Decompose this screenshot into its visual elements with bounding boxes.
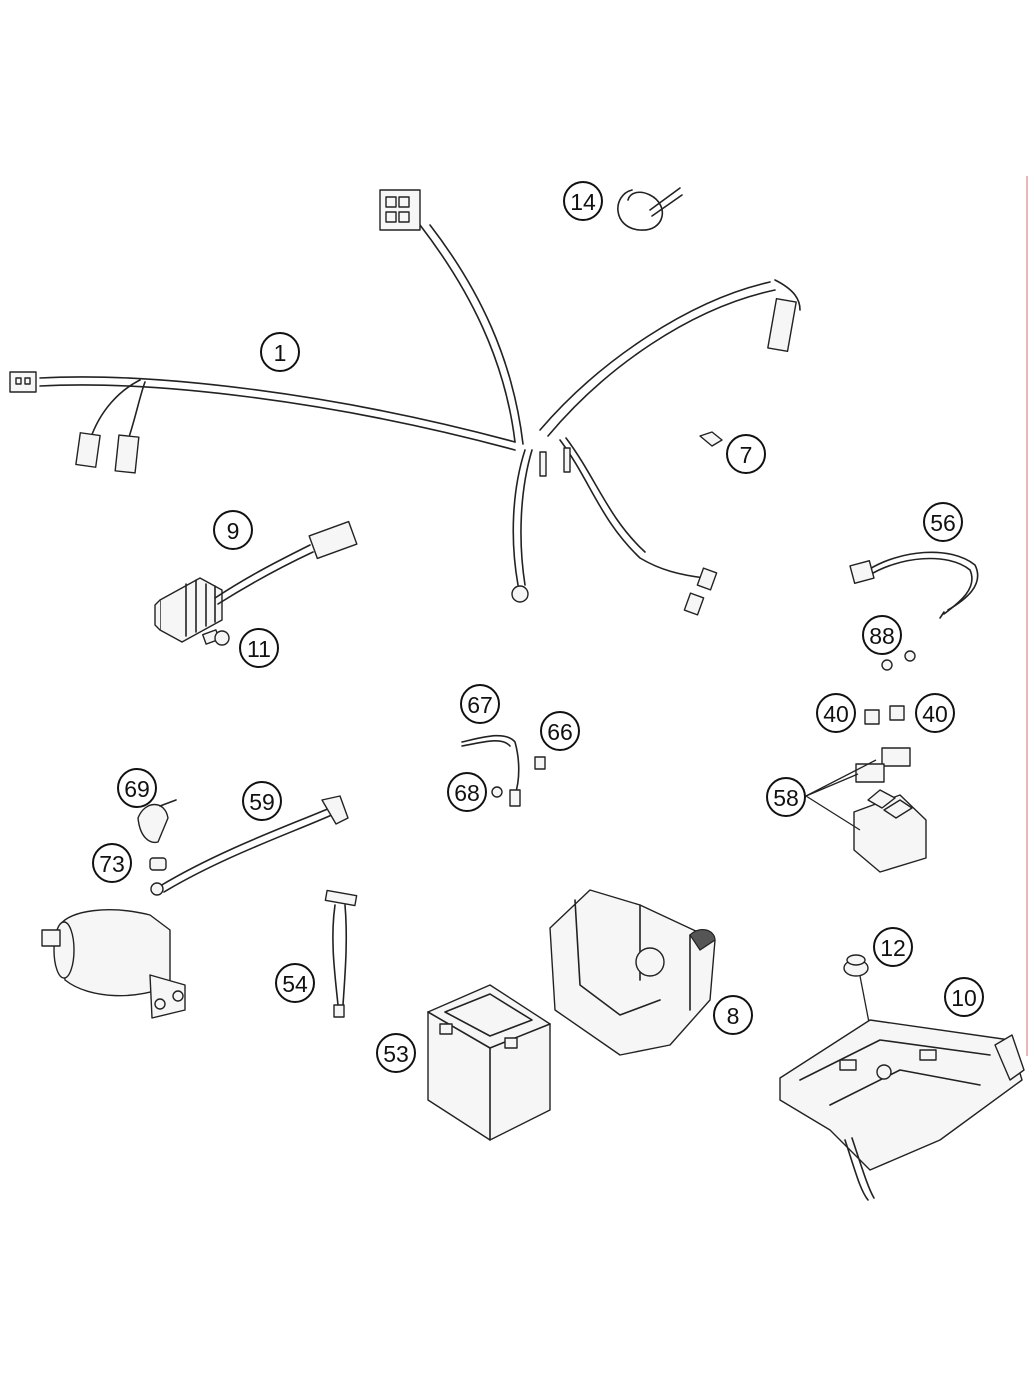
- callout-40-right: 40: [915, 693, 955, 733]
- callout-73: 73: [92, 843, 132, 883]
- svg-text:53: 53: [383, 1041, 409, 1067]
- callout-56: 56: [923, 502, 963, 542]
- svg-text:40: 40: [922, 701, 948, 727]
- callout-9: 9: [213, 510, 253, 550]
- svg-text:59: 59: [249, 789, 275, 815]
- battery-tray[interactable]: [779, 1019, 1025, 1201]
- svg-text:7: 7: [740, 442, 753, 468]
- callout-59: 59: [242, 781, 282, 821]
- svg-text:14: 14: [570, 189, 596, 215]
- callout-69: 69: [117, 768, 157, 808]
- starter-motor[interactable]: [41, 909, 186, 1019]
- callout-67: 67: [460, 684, 500, 724]
- small-screw[interactable]: [534, 756, 546, 770]
- svg-text:40: 40: [823, 701, 849, 727]
- svg-text:56: 56: [930, 510, 956, 536]
- breather-hose[interactable]: [324, 889, 358, 1018]
- callout-66: 66: [540, 711, 580, 751]
- rubber-cap[interactable]: [137, 799, 177, 844]
- svg-text:8: 8: [727, 1003, 740, 1029]
- svg-text:68: 68: [454, 780, 480, 806]
- callout-10: 10: [944, 977, 984, 1017]
- callout-68: 68: [447, 772, 487, 812]
- callout-12: 12: [873, 927, 913, 967]
- page-edge-marker: [1026, 176, 1028, 1056]
- svg-text:73: 73: [99, 851, 125, 877]
- battery-holder[interactable]: [549, 889, 716, 1056]
- callout-40-left: 40: [816, 693, 856, 733]
- callout-1: 1: [260, 332, 300, 372]
- nut[interactable]: [149, 857, 167, 871]
- screws-pair[interactable]: [881, 650, 916, 671]
- svg-text:11: 11: [247, 636, 271, 662]
- svg-text:66: 66: [547, 719, 573, 745]
- svg-text:58: 58: [773, 785, 799, 811]
- svg-text:10: 10: [951, 985, 977, 1011]
- cable-tie[interactable]: [617, 187, 683, 231]
- callout-53: 53: [376, 1033, 416, 1073]
- starter-relay[interactable]: [805, 747, 927, 873]
- svg-text:54: 54: [282, 971, 308, 997]
- clip[interactable]: [699, 431, 723, 447]
- wiring-harness[interactable]: [9, 189, 801, 616]
- callout-7: 7: [726, 434, 766, 474]
- grommet[interactable]: [843, 954, 873, 1039]
- svg-text:67: 67: [467, 692, 493, 718]
- washer[interactable]: [491, 786, 503, 798]
- svg-text:88: 88: [869, 623, 895, 649]
- battery[interactable]: [427, 984, 551, 1141]
- starter-cable[interactable]: [150, 795, 349, 896]
- callout-11: 11: [239, 628, 279, 668]
- fuses[interactable]: [864, 705, 905, 725]
- ground-cable[interactable]: [849, 551, 979, 619]
- svg-text:12: 12: [880, 935, 906, 961]
- callout-14: 14: [563, 181, 603, 221]
- callout-8: 8: [713, 995, 753, 1035]
- small-ground-cable[interactable]: [461, 734, 521, 807]
- svg-text:69: 69: [124, 776, 150, 802]
- callout-54: 54: [275, 963, 315, 1003]
- svg-text:1: 1: [274, 340, 287, 366]
- callout-88: 88: [862, 615, 902, 655]
- callout-58: 58: [766, 777, 806, 817]
- svg-text:9: 9: [227, 518, 240, 544]
- screw[interactable]: [202, 629, 230, 646]
- voltage-regulator[interactable]: [154, 520, 358, 643]
